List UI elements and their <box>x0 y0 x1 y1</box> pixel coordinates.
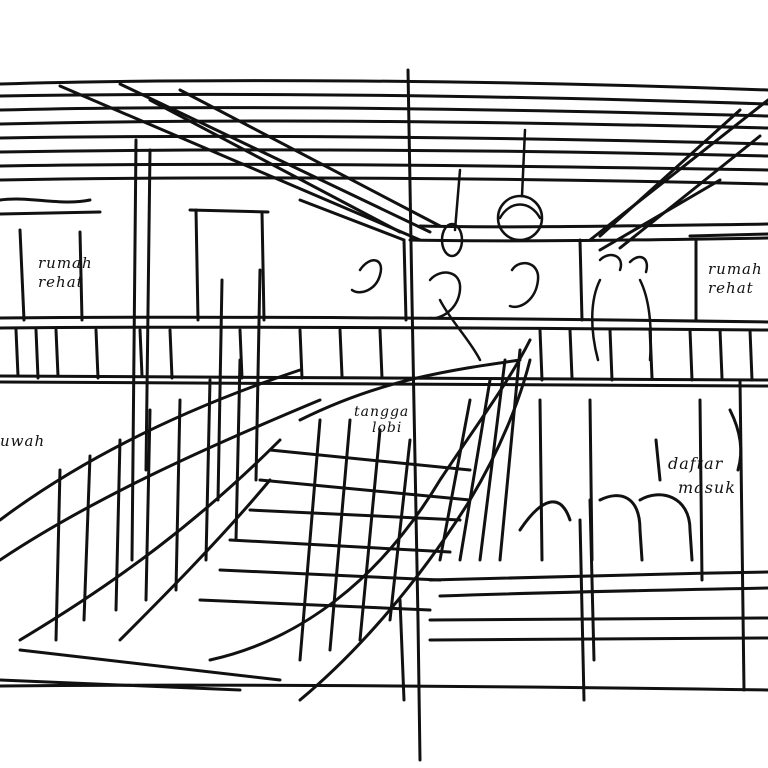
label-line: rehat <box>708 279 754 297</box>
label-rumah-rehat-left: rumah rehat <box>38 254 93 292</box>
label-line: rumah <box>708 260 763 278</box>
floor-lines <box>0 598 768 702</box>
label-line: daftar <box>668 454 724 473</box>
label-line: rehat <box>38 273 84 291</box>
label-line: lobi <box>372 420 403 436</box>
label-line: masuk <box>678 478 736 497</box>
railing-verticals <box>54 68 522 762</box>
ceiling-lines <box>0 79 768 243</box>
figures <box>350 253 652 362</box>
staircase <box>0 338 532 702</box>
label-daftar-masuk: daftar masuk <box>668 452 736 500</box>
label-line: tangga <box>354 404 410 420</box>
label-rumah-rehat-right: rumah rehat <box>708 260 763 298</box>
mezzanine-railing <box>0 315 768 388</box>
reception-area <box>428 378 768 702</box>
pendant-lamps <box>440 128 544 258</box>
ceiling-beams <box>58 82 768 252</box>
upper-openings <box>0 197 768 322</box>
label-line: rumah <box>38 254 93 272</box>
label-tangga-lobi: tangga lobi <box>354 404 409 436</box>
label-line: uwah <box>0 432 46 450</box>
label-uwah: uwah <box>0 432 45 451</box>
